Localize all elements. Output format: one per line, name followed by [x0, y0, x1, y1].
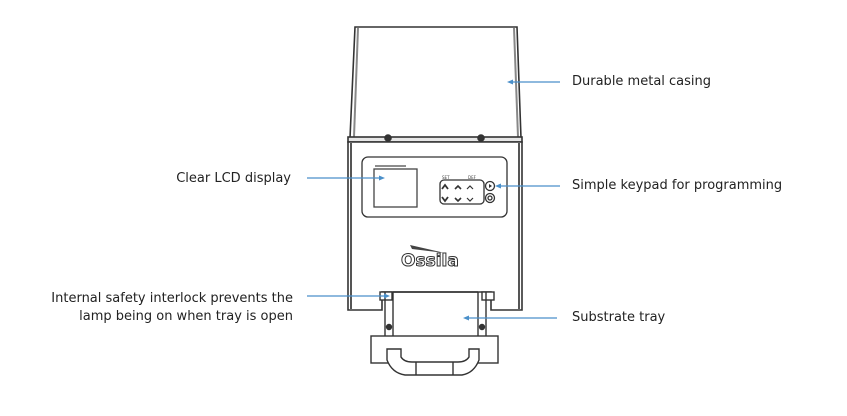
- callout-arrows: [307, 79, 560, 321]
- casing-arrow: [507, 79, 560, 85]
- callout-casing: Durable metal casing: [572, 74, 712, 89]
- callout-keypad: Simple keypad for programming: [572, 178, 783, 193]
- callout-interlock-line2: lamp being on when tray is open: [79, 309, 293, 324]
- screw-left: [384, 134, 392, 142]
- tray-handle: [386, 348, 480, 376]
- screw-right: [477, 134, 485, 142]
- svg-text:DEF: DEF: [468, 175, 477, 180]
- tray-arrow: [463, 315, 557, 321]
- control-panel: SET DEF: [361, 156, 508, 218]
- lcd-arrow: [307, 175, 385, 181]
- callout-lcd: Clear LCD display: [176, 171, 291, 186]
- interlock-arrow: [307, 293, 390, 299]
- callout-interlock-line1: Internal safety interlock prevents the: [51, 291, 293, 306]
- svg-text:Ossila: Ossila: [401, 251, 459, 271]
- ossila-logo: Ossila: [401, 245, 459, 272]
- lcd-screen: [373, 168, 418, 208]
- keypad-arrow: [495, 183, 560, 189]
- keypad: [439, 179, 485, 205]
- stop-button-icon: [484, 192, 496, 204]
- callout-tray: Substrate tray: [572, 310, 666, 325]
- substrate-tray: [370, 291, 499, 376]
- svg-text:SET: SET: [442, 175, 450, 180]
